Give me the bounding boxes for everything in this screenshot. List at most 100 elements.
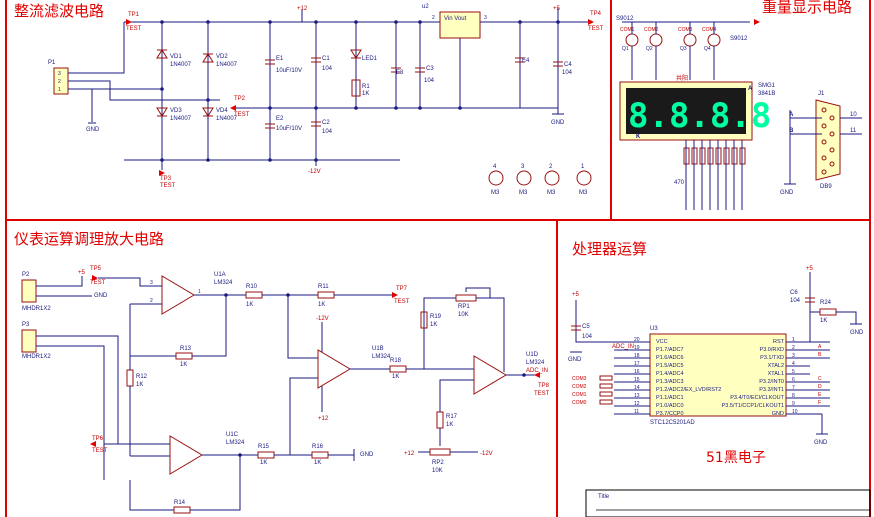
mcu-pin-p14: P1.4/ADC4	[656, 371, 684, 377]
net-com0: COM0	[572, 400, 587, 406]
transistor-q3[interactable]	[683, 33, 697, 47]
smg1-label: SMG1	[758, 83, 776, 89]
segment-resistors	[683, 140, 746, 210]
resistor-value: 470	[674, 180, 685, 186]
u1c-model: LM324	[226, 440, 245, 446]
vd3-diode[interactable]	[156, 107, 168, 117]
hole-label-4: M3	[491, 190, 500, 196]
vd1-diode[interactable]	[156, 49, 168, 59]
q4-label: Q4	[704, 46, 711, 52]
amp-gnd-p2: GND	[94, 293, 108, 299]
com3-label: COM3	[678, 27, 693, 33]
tp1-flag	[126, 19, 132, 25]
r24-resistor[interactable]	[819, 308, 837, 316]
vd4-diode[interactable]	[202, 107, 214, 117]
r17-resistor[interactable]	[436, 411, 444, 429]
net-a: A	[818, 344, 822, 350]
r11-resistor[interactable]	[317, 291, 335, 299]
tp7-label: TP7	[396, 286, 408, 292]
tp1-label: TP1	[128, 12, 140, 18]
net-f: F	[818, 400, 821, 406]
rp2-potentiometer[interactable]	[429, 448, 451, 456]
r18-resistor[interactable]	[389, 365, 407, 373]
mcu-pin-p37: P3.7/CCP0	[656, 411, 684, 417]
connector-p1[interactable]	[53, 67, 69, 95]
s9012-label-left: S9012	[616, 16, 634, 22]
r1-resistor[interactable]	[351, 79, 361, 97]
mcu-u3[interactable]	[649, 333, 787, 417]
transistor-q2[interactable]	[649, 33, 663, 47]
mcu-left-pins: VCC P1.7/ADC7 P1.6/ADC6 P1.5/ADC5 P1.4/A…	[614, 337, 721, 417]
mcu-pin-vcc: VCC	[656, 339, 668, 345]
rp2-minus12: -12V	[480, 451, 493, 457]
opamp-u1b[interactable]	[317, 349, 351, 389]
tp2-test: TEST	[234, 112, 250, 118]
transistor-q4[interactable]	[707, 33, 721, 47]
c6-value: 104	[790, 298, 801, 304]
hole-num-1: 1	[581, 164, 585, 170]
opamp-u1c[interactable]	[169, 435, 203, 475]
r12-label: R12	[136, 374, 148, 380]
mcu-num-5: 5	[792, 369, 795, 375]
section-title-display: 重量显示电路	[762, 0, 852, 16]
plus12-label: +12	[297, 6, 308, 12]
title-block	[585, 489, 871, 517]
c4-label: C4	[564, 62, 572, 68]
transistor-q1[interactable]	[625, 33, 639, 47]
mcu-num-3: 3	[792, 353, 795, 359]
p1-pin3: 3	[58, 71, 61, 77]
connector-p2[interactable]	[21, 279, 37, 303]
com1-label: COM1	[620, 27, 635, 33]
led1-label: LED1	[362, 56, 378, 62]
hole-num-4: 4	[493, 164, 497, 170]
p3-model: MHDR1X2	[22, 354, 51, 360]
mcu-pin-p34: P3.4/T0/ECI/CLKOUT	[730, 395, 784, 401]
display-section: S9012 S9012 COM1 COM2 COM3 COM4 Q1 Q2 Q3…	[616, 16, 862, 210]
mcu-num-11: 11	[634, 409, 639, 415]
mcu-model: STC12C5201AD	[650, 420, 695, 426]
net-d: D	[818, 384, 822, 390]
adc-in-label: ADC_IN	[526, 368, 548, 374]
db9-connector[interactable]	[815, 99, 841, 181]
rp1-label: RP1	[458, 304, 470, 310]
transistor-array: COM1 COM2 COM3 COM4 Q1 Q2 Q3 Q4	[620, 22, 721, 80]
common-anode-label: 共阳	[676, 74, 688, 82]
c3-value: 104	[424, 78, 435, 84]
rp1-potentiometer[interactable]	[455, 294, 477, 302]
tp8-test: TEST	[534, 391, 550, 397]
r10-resistor[interactable]	[245, 291, 263, 299]
c5-label: C5	[582, 324, 590, 330]
p1-pin2: 2	[58, 79, 61, 85]
r13-resistor[interactable]	[175, 352, 193, 360]
reg-pin2: 2	[432, 15, 435, 21]
u2-label: u2	[422, 4, 429, 10]
led1[interactable]	[350, 49, 362, 59]
opamp-u1d[interactable]	[473, 355, 507, 395]
connector-p3[interactable]	[21, 329, 37, 353]
tp4-test: TEST	[588, 26, 604, 32]
amp-gnd-r16: GND	[360, 452, 374, 458]
vd2-diode[interactable]	[202, 53, 214, 63]
section-title-amplifier: 仪表运算调理放大电路	[14, 230, 164, 248]
vd4-value: 1N4007	[216, 116, 238, 122]
vd3-value: 1N4007	[170, 116, 192, 122]
u1a-pin2: 2	[150, 298, 153, 304]
r16-resistor[interactable]	[311, 451, 329, 459]
e1-label: E1	[276, 56, 284, 62]
mcu-num-18: 18	[634, 353, 640, 359]
mcu-pin-p12: P1.2/ADC2/EX_LVD/RST2	[656, 387, 721, 393]
mcu-pin-gnd: GND	[772, 411, 784, 417]
net-com2: COM2	[572, 384, 587, 390]
r12-resistor[interactable]	[126, 369, 134, 387]
r14-resistor[interactable]	[173, 506, 191, 514]
tp3-flag	[159, 170, 165, 176]
mcu-right-pins: RST P3.0/RXD P3.1/TXD XTAL2 XTAL1 P3.2/I…	[722, 337, 830, 417]
tp6-test: TEST	[92, 448, 108, 454]
u1d-label: U1D	[526, 352, 539, 358]
opamp-u1a[interactable]	[161, 275, 195, 315]
r15-resistor[interactable]	[257, 451, 275, 459]
r19-resistor[interactable]	[420, 311, 428, 329]
mcu-num-17: 17	[634, 361, 640, 367]
p1-gnd-label: GND	[86, 127, 100, 133]
r18-label: R18	[390, 358, 402, 364]
